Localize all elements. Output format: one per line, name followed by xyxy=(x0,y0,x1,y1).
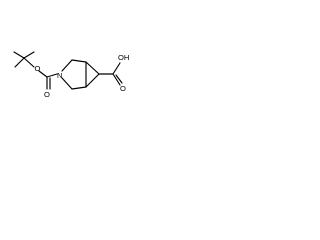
bond-upper-ring-carbon-to-upper-bridgehead xyxy=(71,59,87,63)
bond-tbutyl-upper-left xyxy=(13,51,25,59)
bond-acid-carbon-to-oxygen-right xyxy=(112,73,121,86)
carboxylic-acid-group xyxy=(98,62,123,86)
bond-lower-ring-carbon-to-lower-bridgehead xyxy=(71,86,87,90)
bond-carbonyl-to-nitrogen xyxy=(46,73,58,78)
bond-acid-carbon-to-oxygen-right-double xyxy=(115,74,123,84)
bond-upper-bridgehead-to-cyclopropane-carbon xyxy=(85,61,100,75)
bond-acid-carbon-to-hydroxyl xyxy=(112,62,121,75)
bond-ester-oxygen-to-carbonyl xyxy=(38,70,48,78)
bond-lower-bridgehead-to-cyclopropane-carbon xyxy=(85,73,100,88)
atom-label-nitrogen: N xyxy=(57,71,62,80)
bond-tbutyl-to-oxygen xyxy=(23,57,35,68)
atom-label-ester-oxygen: O xyxy=(35,64,41,73)
bond-nitrogen-to-upper-ring-carbon xyxy=(61,59,73,72)
molecular-structure-diagram: O O N OH O xyxy=(13,51,129,99)
atom-label-carbonyl-oxygen-right: O xyxy=(120,84,126,93)
bicyclic-core xyxy=(61,59,100,90)
bond-tbutyl-upper-right xyxy=(23,51,35,59)
tert-butyl-group xyxy=(13,51,35,68)
atom-label-hydroxyl: OH xyxy=(118,53,129,62)
boc-carbonyl-group xyxy=(38,70,58,90)
atom-label-carbonyl-oxygen-left: O xyxy=(44,90,50,99)
bond-nitrogen-to-lower-ring-carbon xyxy=(61,77,73,90)
bond-tbutyl-lower-left xyxy=(14,57,25,68)
